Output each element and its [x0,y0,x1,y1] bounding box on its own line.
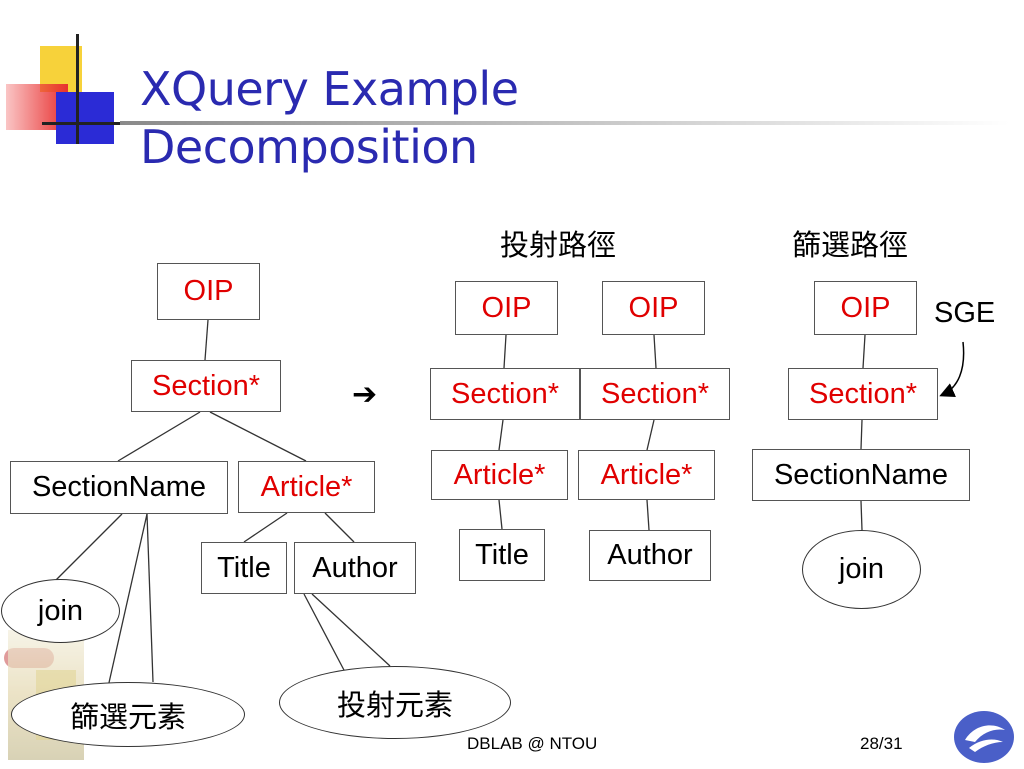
slide-corner-squares-icon [0,30,140,150]
filter-join-ellipse: join [802,530,921,609]
proj2-oip-node: OIP [602,281,705,335]
footer-page-number: 28/31 [860,734,903,753]
decompose-arrow-icon: ➔ [352,377,378,412]
title-line-1: XQuery Example [140,62,519,116]
left-tree-sectionname-node: SectionName [10,461,228,514]
slide-title: XQuery Example Decomposition [140,60,519,176]
filter-path-heading: 篩選路徑 [792,228,909,262]
proj2-author-node: Author [589,530,711,581]
ntou-logo-icon [953,710,1015,764]
footer-center-text: DBLAB @ NTOU [467,734,598,753]
filter-oip-node: OIP [814,281,917,335]
left-tree-join-ellipse: join [1,579,120,643]
left-tree-article-node: Article* [238,461,375,513]
title-underline [120,121,1010,125]
proj2-section-node: Section* [580,368,730,420]
proj1-article-node: Article* [431,450,568,500]
left-tree-title-node: Title [201,542,287,594]
filter-section-node: Section* [788,368,938,420]
proj1-oip-node: OIP [455,281,558,335]
projection-paths-heading: 投射路徑 [500,228,617,262]
sge-label: SGE [934,297,996,329]
left-tree-section-node: Section* [131,360,281,412]
proj1-section-node: Section* [430,368,580,420]
projection-element-ellipse: 投射元素 [279,666,511,739]
filter-sectionname-node: SectionName [752,449,970,501]
filter-element-ellipse: 篩選元素 [11,682,245,747]
left-tree-oip-node: OIP [157,263,260,320]
proj1-title-node: Title [459,529,545,581]
left-tree-author-node: Author [294,542,416,594]
proj2-article-node: Article* [578,450,715,500]
title-line-2: Decomposition [140,120,478,174]
